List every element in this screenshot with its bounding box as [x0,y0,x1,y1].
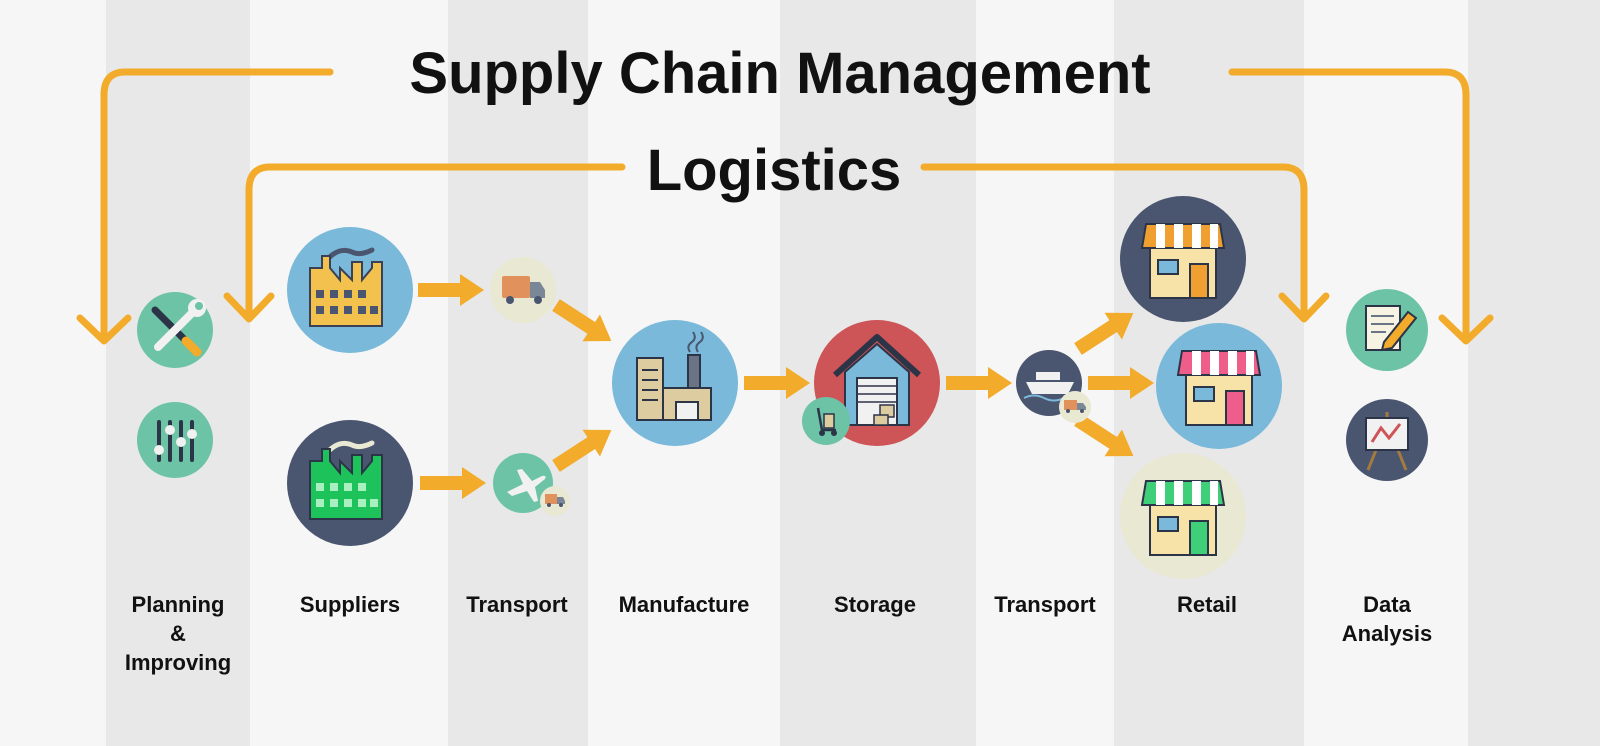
arrow-truck-manufacture [552,299,612,342]
stage-label-line: Storage [834,592,916,617]
mini-truck-icon [1059,391,1091,423]
hand-truck-icon [802,397,850,445]
truck-icon [490,257,556,323]
stage-label-data-analysis: Data Analysis [1316,590,1458,648]
stage-label-line: Data [1363,592,1411,617]
factory-yellow-icon [287,227,413,353]
mini-truck-icon [540,486,570,516]
arrow-ship-retail-top [1074,312,1134,355]
background-stripe [1468,0,1600,746]
stage-label-suppliers: Suppliers [270,590,430,619]
background-stripe [250,0,448,746]
background-stripe [1304,0,1468,746]
stage-label-line: Transport [994,592,1096,617]
stage-label-line: Analysis [1341,621,1433,646]
wrench-screwdriver-icon [137,292,213,368]
flow-arrows [418,274,1154,499]
supply-chain-management-title: Supply Chain Management [409,41,1151,106]
airplane-icon [493,453,553,513]
store-pink-icon [1156,323,1282,449]
chart-easel-icon [1346,399,1428,481]
stage-label-retail: Retail [1132,590,1282,619]
stage-label-line: Suppliers [299,592,401,617]
arrow-ship-retail-bottom [1074,414,1134,457]
store-green-icon [1120,453,1246,579]
arrow-supplier1-transport [418,274,484,306]
background-stripe [448,0,588,746]
background-stripe [0,0,106,746]
stage-label-storage: Storage [800,590,950,619]
logistics-bracket [223,163,1330,323]
factory-green-icon [287,420,413,546]
document-pencil-icon [1346,289,1428,371]
arrow-storage-transport [946,367,1012,399]
supply-chain-bracket [76,68,1494,345]
logistics-title: Logistics [646,138,902,203]
stage-label-manufacture: Manufacture [596,590,772,619]
sliders-icon [137,402,213,478]
stage-label-line: Planning [131,592,225,617]
stage-label-planning: Planning & Improving [100,590,256,677]
stage-label-transport-in: Transport [446,590,588,619]
store-orange-icon [1120,196,1246,322]
arrow-plane-manufacture [552,429,612,472]
stage-label-line: Retail [1177,592,1237,617]
arrow-supplier2-transport [420,467,486,499]
manufacturing-plant-icon [612,320,738,446]
arrow-manufacture-storage [744,367,810,399]
stage-label-line: Manufacture [618,592,750,617]
stage-label-line: Improving [124,650,232,675]
stage-label-line: & [170,621,186,646]
stage-label-transport-out: Transport [974,590,1116,619]
background-stripe [106,0,250,746]
stage-label-line: Transport [466,592,568,617]
arrow-ship-retail-middle [1088,367,1154,399]
